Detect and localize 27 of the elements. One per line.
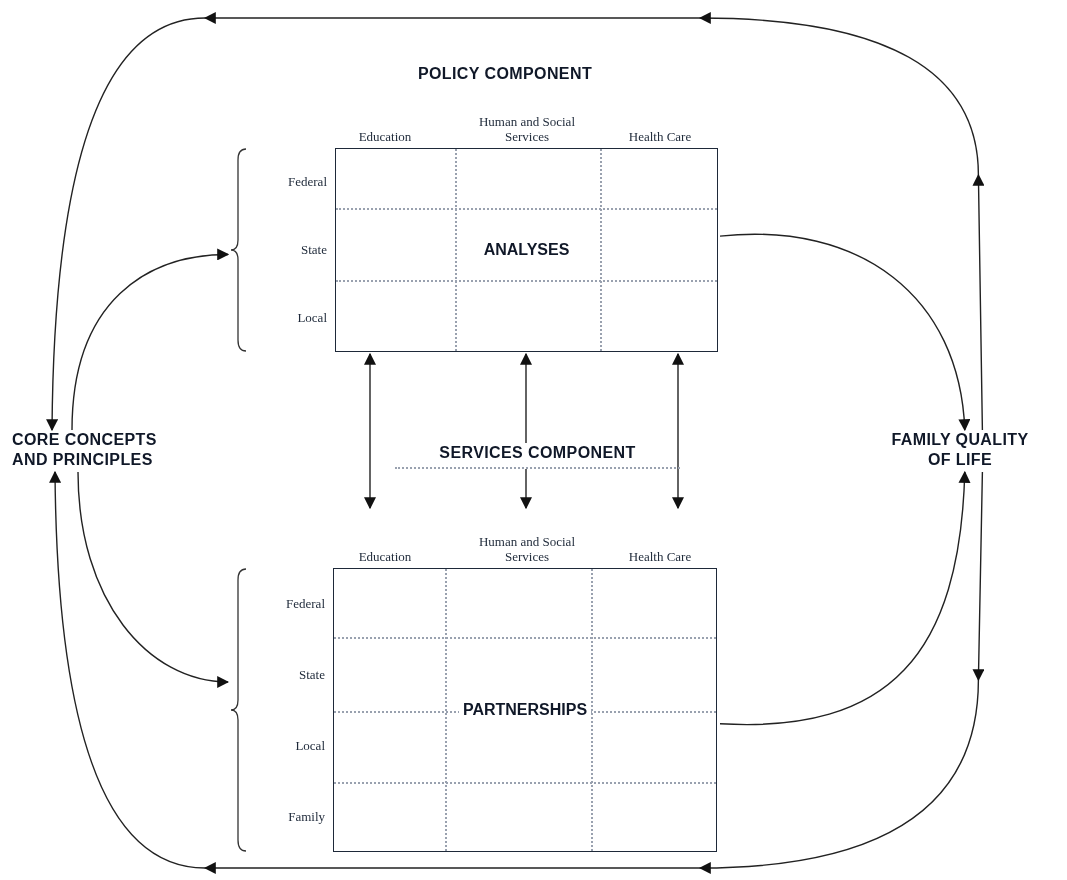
arrow [71, 248, 230, 431]
arrow [364, 352, 376, 510]
arrow [719, 233, 970, 432]
arrow [672, 352, 684, 510]
row-label: Local [297, 310, 327, 325]
concept-label: FAMILY QUALITY OF LIFE [880, 430, 1040, 472]
concept-label: CORE CONCEPTS AND PRINCIPLES [12, 430, 177, 472]
row-label: State [299, 666, 325, 682]
arrow [520, 468, 532, 510]
arrow [520, 352, 532, 444]
arrow [49, 471, 984, 874]
row-label: Federal [286, 595, 325, 611]
component-heading: POLICY COMPONENT [416, 64, 594, 84]
arrow [719, 470, 971, 726]
row-label: Family [288, 808, 325, 824]
row-label: Federal [288, 174, 327, 189]
column-header: Human and Social Services [477, 534, 576, 564]
column-header: Education [357, 129, 413, 144]
row-label: Local [295, 737, 325, 753]
column-header: Health Care [627, 549, 693, 564]
arrow [46, 12, 984, 431]
column-header: Human and Social Services [477, 114, 576, 144]
column-header: Education [357, 549, 413, 564]
arrow [77, 471, 230, 688]
row-label: State [301, 242, 327, 257]
column-header: Health Care [627, 129, 693, 144]
concept-label: SERVICES COMPONENT [395, 443, 680, 469]
